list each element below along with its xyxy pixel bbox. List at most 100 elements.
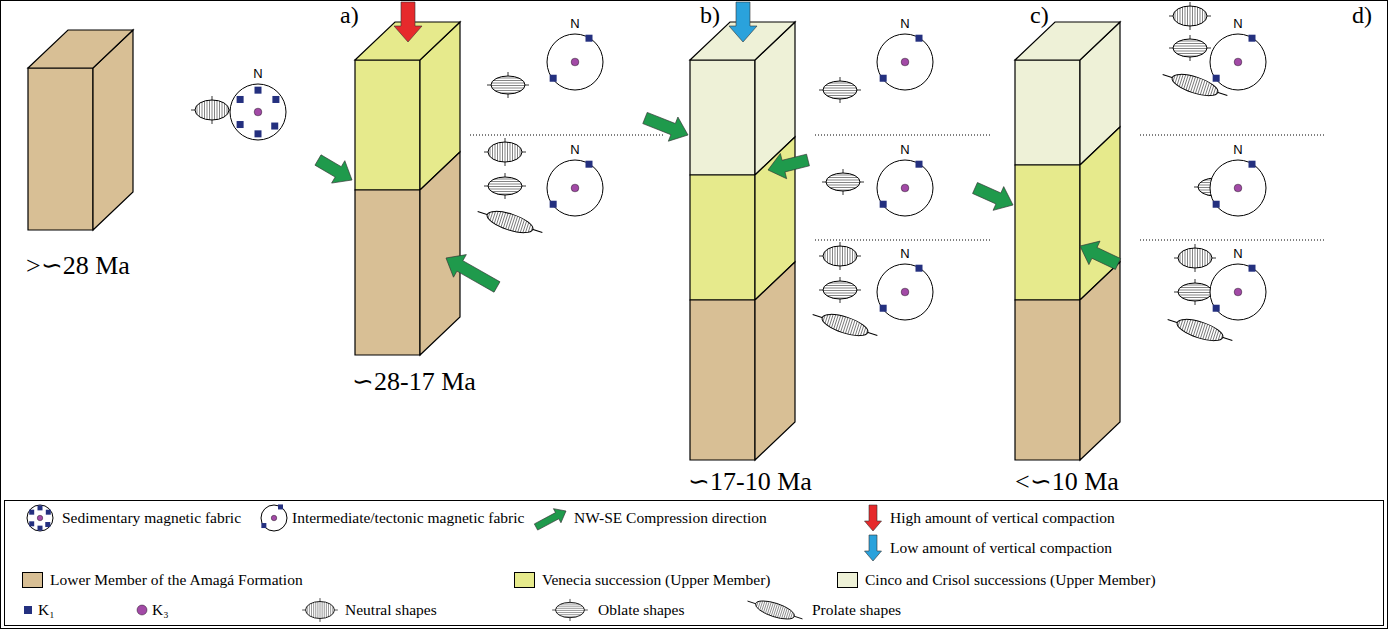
ellipsoid-outline: [1178, 248, 1212, 268]
ellipsoid-hatch: [1195, 248, 1196, 268]
ellipsoid-hatch: [1189, 320, 1194, 334]
ellipsoid-hatch: [505, 142, 506, 162]
tectonic-stereonet: [1210, 160, 1266, 216]
block-side-face: [1080, 262, 1120, 460]
ellipsoid-hatch: [840, 246, 841, 266]
ellipsoid-hatch: [838, 316, 843, 331]
ellipsoid-hatch: [826, 180, 859, 181]
layer-separator: [815, 135, 990, 136]
ellipsoid-hatch: [1200, 80, 1205, 94]
ellipsoid-hatch: [843, 318, 848, 333]
block-front-face: [1015, 165, 1080, 300]
ellipsoid-hatch: [1205, 11, 1206, 20]
ellipsoid-hatch: [324, 602, 325, 618]
oblate-ellipsoid: [552, 599, 588, 621]
ellipsoid-fill: [1173, 6, 1207, 26]
ellipsoid-hatch: [317, 602, 318, 619]
block-side-face: [420, 152, 460, 355]
ellipsoid-hatch: [827, 295, 854, 296]
age-label: <∽10 Ma: [1015, 468, 1119, 497]
legend-swatch: [837, 572, 858, 588]
ellipsoid-outline: [753, 597, 796, 623]
ellipsoid-hatch: [557, 606, 582, 607]
k3-dot: [571, 58, 579, 66]
ellipsoid-hatch: [500, 142, 501, 161]
ellipsoid-hatch: [1196, 322, 1201, 337]
stereonet: N: [1206, 246, 1270, 324]
stratigraphic-block: [355, 22, 460, 355]
ellipsoid-hatch: [493, 80, 522, 81]
ellipsoid-hatch: [556, 610, 585, 611]
stereonet-circle: [1210, 264, 1266, 320]
ellipsoid-hatch: [1215, 331, 1218, 341]
ellipsoid-hatch: [829, 283, 850, 284]
ellipsoid-hatch: [1202, 249, 1203, 267]
ellipsoid-outline: [488, 177, 522, 195]
k1-square: [46, 510, 51, 515]
legend-box: [5, 501, 1384, 626]
ellipsoid-hatch: [1192, 6, 1193, 26]
k1-square: [38, 526, 43, 531]
ellipsoid-hatch: [852, 249, 853, 263]
prolate-ellipsoid: [475, 204, 545, 240]
k1-square: [29, 510, 34, 515]
tectonic-stereonet: [1210, 34, 1266, 90]
ellipsoid-hatch: [502, 142, 503, 162]
ellipsoid-hatch: [848, 319, 853, 334]
k1-square: [916, 161, 923, 168]
block-front-face: [355, 60, 420, 190]
ellipsoid-hatch: [510, 142, 511, 161]
k1-square: [586, 161, 593, 168]
ellipsoid-hatch: [1207, 251, 1208, 265]
ellipsoid-hatch: [510, 215, 515, 230]
tectonic-stereonet: [877, 264, 933, 320]
ellipsoid-hatch: [825, 285, 854, 286]
ellipsoid-hatch: [492, 88, 524, 89]
k1-square: [24, 606, 32, 614]
ellipsoid-hatch: [827, 249, 828, 263]
ellipsoid-hatch: [508, 215, 513, 230]
ellipsoid-hatch: [1186, 76, 1191, 91]
stereonet: N: [543, 142, 607, 220]
k1-square: [880, 305, 887, 312]
oblate-ellipsoid: [822, 169, 864, 195]
ellipsoid-outline: [826, 173, 860, 191]
ellipsoid-hatch: [773, 604, 777, 617]
ellipsoid-hatch: [315, 602, 316, 618]
ellipsoid-hatch: [1200, 323, 1205, 338]
north-label: N: [900, 246, 909, 262]
ellipsoid-fill: [1173, 39, 1207, 57]
ellipsoid-outline: [556, 602, 585, 617]
ellipsoid-outline: [1178, 283, 1212, 301]
ellipsoid-outline: [306, 602, 335, 619]
k1-square: [261, 523, 266, 528]
ellipsoid-hatch: [497, 143, 498, 161]
ellipsoid-hatch: [559, 614, 582, 615]
k1-square: [29, 521, 34, 526]
ellipsoid-hatch: [1187, 249, 1188, 267]
stereonet-circle: [1210, 34, 1266, 90]
north-label: N: [900, 16, 909, 32]
ellipsoid-outline: [823, 281, 857, 299]
ellipsoid-hatch: [1182, 297, 1209, 298]
legend-label: Low amount of vertical compaction: [890, 539, 1112, 557]
ellipsoid-hatch: [1202, 9, 1203, 23]
stereonet-circle: [27, 505, 53, 531]
block-front-face: [690, 60, 755, 175]
ellipsoid-outline: [823, 246, 857, 266]
ellipsoid-fill: [826, 173, 860, 191]
ellipsoid-hatch: [828, 177, 857, 178]
tectonic-stereonet: [877, 160, 933, 216]
ellipsoid-hatch: [825, 251, 826, 260]
ellipsoid-hatch: [850, 248, 851, 264]
ellipsoid-hatch: [1193, 78, 1198, 93]
ellipsoid-hatch: [855, 251, 856, 260]
tectonic-stereonet: [877, 34, 933, 90]
ellipsoid-hatch: [863, 327, 866, 335]
ellipsoid-hatch: [204, 101, 205, 119]
k3-dot: [901, 288, 909, 296]
ellipsoid-hatch: [1191, 321, 1196, 336]
panel-letter: b): [700, 2, 720, 28]
k1-square: [1249, 35, 1256, 42]
tectonic-stereonet: [547, 160, 603, 216]
